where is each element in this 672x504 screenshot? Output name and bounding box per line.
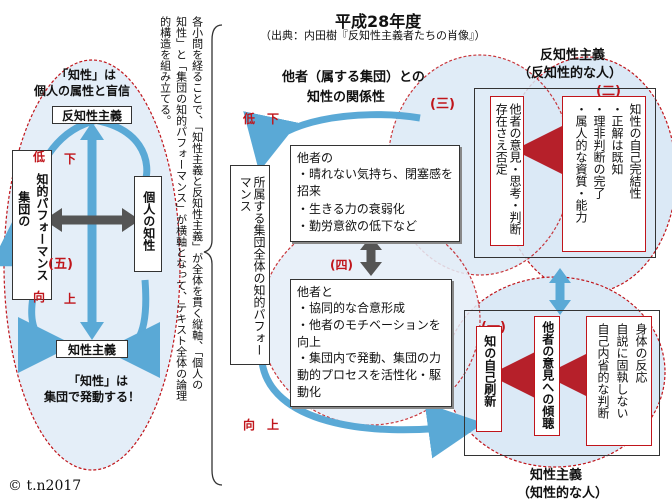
anti-box-self-complete: 知性の自己完結性 ・正解は既知 ・理非判断の完了 ・属人的な資質・能力 [562,96,646,252]
anti-box-item-2: ・理非判断の完了 [592,103,606,199]
lower-box-title: 他者と [297,285,334,299]
label-dir: 向 [33,290,46,304]
right-bottom-frame [464,310,660,456]
upper-box-item-3: ・勤労意欲の低下など [297,219,418,234]
center-curve-bottom [258,361,484,459]
middle-text-col3: 的構造を組み立てる。 [158,16,172,126]
intel-box-self-renewal: 知の自己刷新 [476,326,502,432]
upper-box-item-1: ・晴れない気持ち、閉塞感を招来 [297,167,454,199]
left-bottom-note-1: 「知性」は [68,374,129,388]
right-bottom-footer-2: （知性的な人） [517,486,609,501]
right-bottom-footer-1: 知性主義 [530,468,583,483]
right-top-heading-2: （反知性的な人） [518,66,623,81]
anti-box-item-1: ・正解は既知 [610,103,624,175]
vertical-arrow-head-bottom [80,322,104,340]
marker-two: (二) [596,84,621,99]
left-box-group-performance-label: 知的パフォーマンス [35,173,49,281]
intel-box-body-reaction: 身体の反応 自説に固執しない 自己内省的な判断 [586,316,652,446]
center-curve-top [243,111,421,172]
label-down: 下 [64,152,77,166]
anti-box-item-3: ・属人的な資質・能力 [574,103,588,223]
horizontal-arrow-head-right [122,208,140,232]
center-up-label: 向 上 [243,418,280,432]
left-box-intellectualism: 知性主義 [56,340,128,358]
lower-box-item-1: ・協同的な合意形成 [297,301,406,315]
middle-text-col1: 各小問を経ることで、「知性主義と反知性主義」が全体を貫く縦軸、「個人の [190,16,204,390]
right-top-frame [474,88,656,258]
horizontal-arrow-head-left [44,208,62,232]
intel-box-listening: 他者の意見への傾聴 [534,316,560,436]
middle-text-col2: 知性」と「集団の知的パフォーマンス」が横軸となって、テキスト全体の論理 [174,16,188,401]
label-up: 上 [64,292,77,306]
left-top-note-1: 「知性」は [56,68,117,82]
copyright: © t.n2017 [8,478,82,494]
left-box-group-sub: 集団の [16,191,31,227]
anti-box-deny-others: 他者の意見・思考・判断存在さえ否定 [490,96,524,246]
anti-box-deny-others-label: 他者の意見・思考・判断存在さえ否定 [494,103,522,235]
left-box-individual: 個人の知性 [134,176,162,272]
upper-box-title: 他者の [297,151,334,165]
brace [203,24,223,486]
intel-box-item-1: 自説に固執しない [615,323,629,419]
marker-five: (五) [48,257,73,272]
upper-box-item-2: ・生きる力の衰弱化 [297,201,405,216]
intel-box-listening-label: 他者の意見への傾聴 [540,321,555,429]
center-arrow-head-down [360,262,382,276]
upper-effects-box: 他者の ・晴れない気持ち、閉塞感を招来 ・生きる力の衰弱化 ・勤労意欲の低下など [290,145,460,242]
left-top-note-2: 個人の属性と盲信 [34,84,131,98]
intel-box-body-reaction-title: 身体の反応 [634,323,648,383]
anti-box-self-complete-title: 知性の自己完結性 [628,103,642,199]
right-arrow-head-down [549,300,571,315]
group-performance-box: 所属する集団全体の知的パフォーマンス [230,165,270,365]
vertical-arrow-head-top [80,122,104,140]
page-title: 平成28年度 [335,12,422,31]
lower-box-item-3: ・集団内で発動、集団の力動的プロセスを活性化・駆動化 [297,351,442,399]
intel-box-self-renewal-label: 知の自己刷新 [482,335,497,407]
intel-box-item-2: 自己内省的な判断 [596,323,610,419]
group-performance-label: 所属する集団全体の知的パフォーマンス [238,176,266,356]
label-low: 低 [33,150,46,164]
left-bottom-note-2: 集団で発動する！ [44,390,141,404]
center-heading-2: 知性の関係性 [307,90,386,105]
left-box-anti-intellectualism: 反知性主義 [52,106,132,124]
right-top-heading-1: 反知性主義 [540,48,606,63]
source-citation: （出典：内田樹『反知性主義者たちの肖像』） [260,29,486,42]
left-box-group-performance: 知的パフォーマンス 集団の [12,150,52,300]
marker-three: (三) [430,97,455,112]
center-arrow-head-up [360,236,382,250]
lower-effects-box: 他者と ・協同的な合意形成 ・他者のモチベーションを向上 ・集団内で発動、集団の… [290,279,452,407]
center-heading-1: 他者（属する集団）との [282,70,425,85]
marker-four: (四) [330,258,353,272]
lower-box-item-2: ・他者のモチベーションを向上 [297,317,441,349]
center-low-label: 低 下 [243,112,280,126]
left-box-individual-label: 個人の知性 [141,191,156,251]
right-arrow-head-up [549,268,571,283]
